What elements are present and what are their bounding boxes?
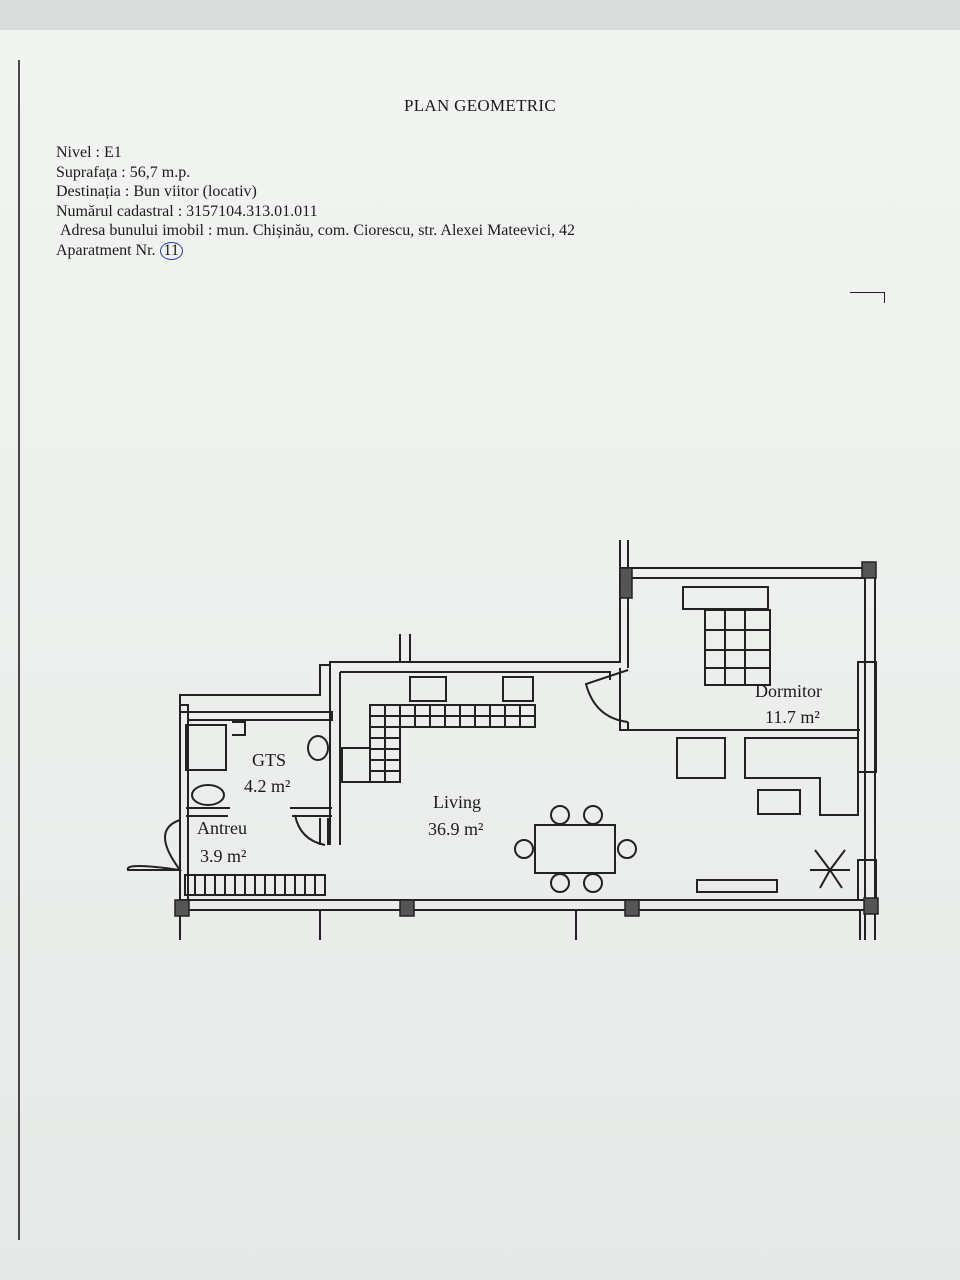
dining-chair-icon	[550, 805, 570, 825]
toilet-icon	[191, 784, 225, 806]
column	[863, 897, 879, 915]
tv-stand-icon	[696, 879, 778, 893]
living-window	[857, 859, 877, 901]
sofa-icon	[744, 737, 859, 816]
antreu-label: Antreu	[197, 818, 247, 838]
sheet-edge-line	[18, 60, 20, 1240]
dining-chair-icon	[617, 839, 637, 859]
area-line: Suprafața : 56,7 m.p.	[56, 163, 191, 181]
document-sheet	[0, 30, 960, 1280]
column	[619, 567, 633, 599]
dining-chair-icon	[583, 805, 603, 825]
level-line: Nivel : E1	[56, 144, 122, 161]
kitchen-counter-tiles	[370, 705, 535, 782]
apartment-line: Aparatment Nr. 11	[56, 241, 575, 261]
column	[624, 899, 640, 917]
property-info-block: Nivel : E1 Suprafața : 56,7 m.p. Destina…	[56, 143, 575, 260]
wall-inner-left	[180, 704, 189, 915]
wall-stub	[399, 634, 411, 662]
column	[399, 899, 415, 917]
sink-icon	[307, 735, 329, 761]
radiator-fins	[194, 875, 316, 895]
corner-mark	[850, 292, 885, 303]
entrance-door	[126, 819, 182, 871]
bed-icon	[704, 609, 771, 686]
apartment-label: Aparatment Nr.	[56, 241, 156, 259]
gts-area: 4.2 m²	[244, 776, 290, 796]
bathroom-door	[294, 814, 326, 846]
kitchen-sink-icon	[409, 676, 447, 702]
living-label: Living	[433, 792, 481, 812]
dining-chair-icon	[514, 839, 534, 859]
dormitor-label: Dormitor	[755, 681, 822, 701]
wall-antreu-right	[319, 818, 329, 845]
address-line: Adresa bunului imobil : mun. Chișinău, c…	[60, 222, 576, 239]
bed-headboard-icon	[682, 586, 769, 610]
wall-bottom	[180, 899, 875, 911]
kitchen-hob-icon	[502, 676, 534, 702]
shower-icon	[185, 724, 227, 771]
dining-chair-icon	[550, 873, 570, 893]
living-area: 36.9 m²	[428, 819, 483, 839]
wall-bathroom-bottom	[186, 807, 332, 817]
bedroom-window	[857, 661, 877, 773]
dining-table-icon	[534, 824, 616, 874]
wall-bedroom-outer	[620, 567, 876, 940]
apartment-number: 11	[159, 241, 183, 260]
column	[174, 899, 190, 917]
armchair-icon	[676, 737, 726, 779]
column	[861, 561, 877, 579]
wall-kitchen-top-inner	[340, 671, 611, 680]
antreu-area: 3.9 m²	[200, 846, 246, 866]
bathroom-sink-counter	[232, 721, 246, 736]
columns	[174, 561, 879, 917]
coffee-table-icon	[757, 789, 801, 815]
document-title: PLAN GEOMETRIC	[403, 96, 556, 115]
dormitor-area: 11.7 m²	[765, 707, 820, 727]
plant-icon	[810, 849, 850, 889]
kitchen-stove-icon	[341, 747, 371, 783]
cadastral-number-line: Numărul cadastral : 3157104.313.01.011	[56, 202, 318, 220]
bedroom-door	[584, 669, 629, 723]
wall-bathroom-top	[180, 711, 333, 721]
destination-line: Destinația : Bun viitor (locativ)	[56, 183, 257, 200]
dining-chair-icon	[583, 873, 603, 893]
bed-pattern	[705, 610, 770, 685]
wall-outer-left-top	[179, 540, 621, 915]
gts-label: GTS	[252, 750, 286, 770]
wall-bedroom-left	[619, 668, 628, 731]
wall-bottom-stubs	[179, 910, 861, 940]
